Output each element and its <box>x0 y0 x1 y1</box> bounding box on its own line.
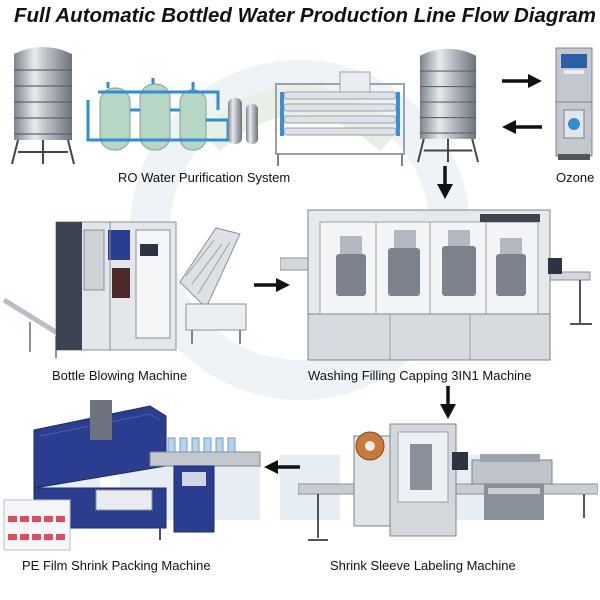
ozone-generator <box>555 47 593 160</box>
label-bottle-blowing-machine: Bottle Blowing Machine <box>52 368 188 383</box>
label-ro-water-purification: RO Water Purification System <box>118 170 291 185</box>
arrow-labeling-to-packing <box>264 460 300 474</box>
pe-film-shrink-packing-machine <box>3 400 261 551</box>
arrow-ozone-to-tank <box>502 120 542 134</box>
bottle-blowing-machine <box>2 221 247 358</box>
label-pe-film-shrink-packing: PE Film Shrink Packing Machine <box>22 558 211 573</box>
arrow-filling-to-labeling <box>440 386 456 419</box>
shrink-sleeve-labeling-machine <box>298 423 598 541</box>
diagram-title: Full Automatic Bottled Water Production … <box>14 4 596 27</box>
label-washing-filling-capping: Washing Filling Capping 3IN1 Machine <box>308 368 532 383</box>
label-ozone: Ozone <box>556 170 595 185</box>
arrow-blowing-to-filling <box>254 278 290 292</box>
arrow-tank-to-filling <box>437 166 453 199</box>
washing-filling-capping-machine <box>280 209 592 361</box>
label-shrink-sleeve-labeling: Shrink Sleeve Labeling Machine <box>330 558 516 573</box>
ro-water-purification-system <box>86 71 405 166</box>
arrow-tank-to-ozone <box>502 74 542 88</box>
storage-tank-left <box>11 47 75 165</box>
storage-tank-right <box>417 48 479 163</box>
